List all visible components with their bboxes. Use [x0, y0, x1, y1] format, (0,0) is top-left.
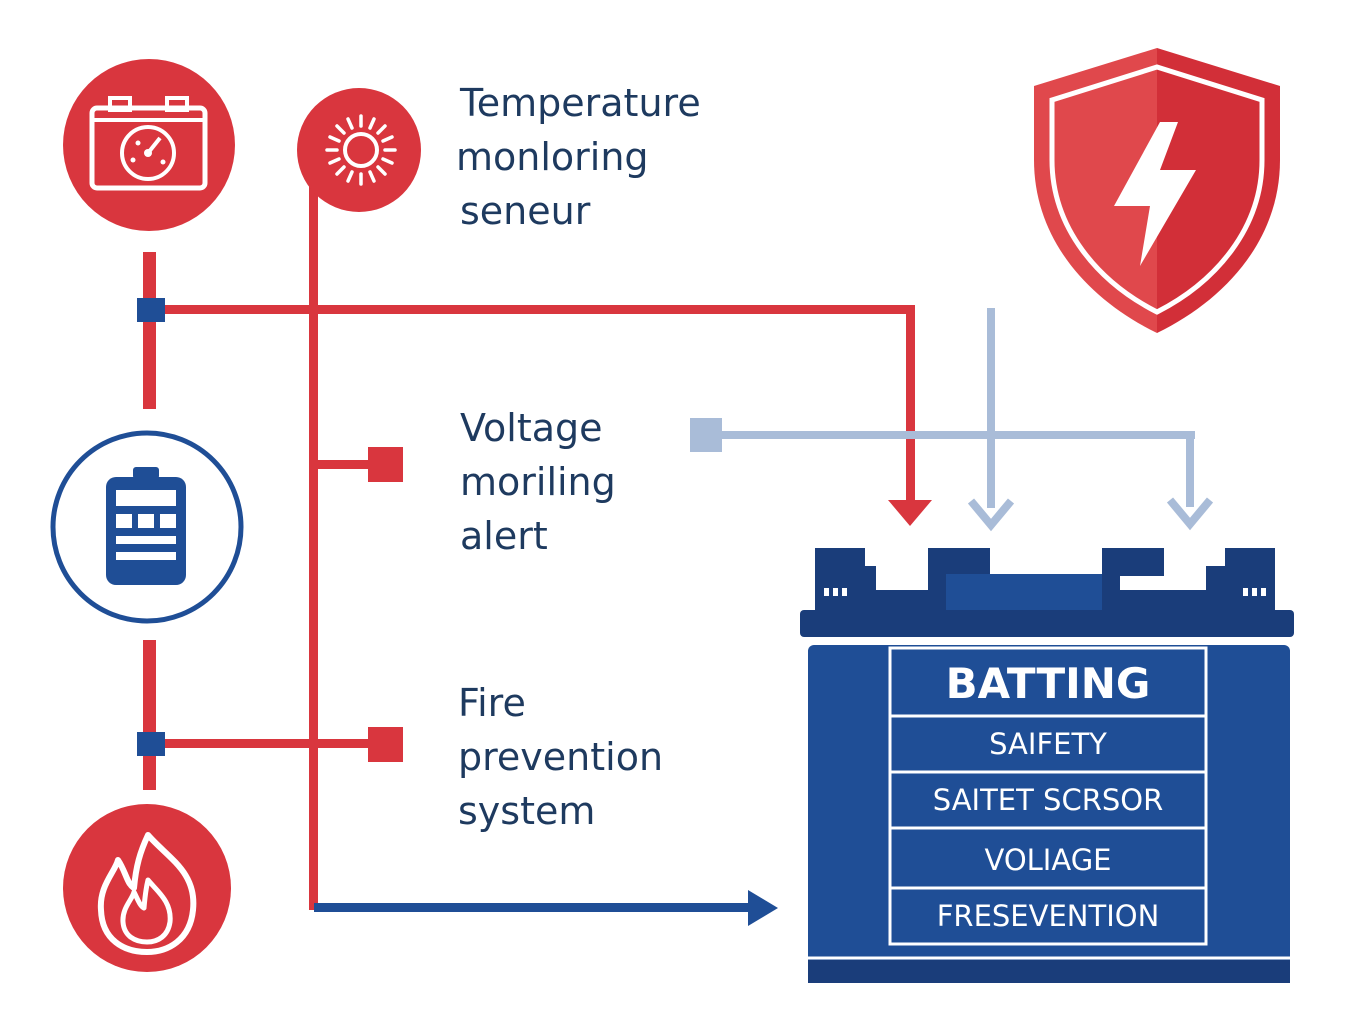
battery-panel-row-4: FRESEVENTION	[936, 899, 1160, 933]
bottom-junction-node	[137, 732, 165, 756]
battery-panel-title: BATTING	[945, 659, 1151, 708]
battery-panel-row-1: SAIFETY	[989, 727, 1107, 761]
battery-panel-row-2: SAITET SCRSOR	[932, 783, 1164, 817]
battery-illustration	[800, 548, 1294, 983]
shield-lightning-icon	[1034, 48, 1280, 333]
fire-label: Fire prevention system	[458, 676, 663, 838]
battery-cells-icon	[50, 430, 244, 624]
fire-label-line-3: system	[458, 789, 596, 833]
voltage-label-line-2: moriling	[460, 460, 616, 504]
temperature-label-line-3: seneur	[460, 189, 591, 233]
temperature-label-line-1: Temperature	[460, 81, 701, 125]
fire-branch	[150, 727, 403, 762]
temperature-label: Temperature monloring seneur	[456, 76, 701, 238]
temperature-connector	[150, 305, 932, 526]
temperature-label-line-2: monloring	[456, 135, 649, 179]
battery-panel-row-3: VOLIAGE	[984, 843, 1112, 877]
battery-gauge-icon	[63, 59, 235, 231]
voltage-branch	[314, 447, 403, 482]
fire-label-line-1: Fire	[458, 681, 526, 725]
fire-label-line-2: prevention	[458, 735, 664, 779]
battery-feed-connector	[314, 890, 778, 926]
flame-icon	[63, 804, 231, 972]
voltage-label: Voltage moriling alert	[460, 401, 616, 563]
sun-sensor-icon	[297, 88, 421, 212]
voltage-feed-connector	[690, 308, 1214, 532]
voltage-label-line-1: Voltage	[460, 406, 603, 450]
voltage-label-line-3: alert	[460, 514, 548, 558]
central-trunk-line	[309, 170, 318, 910]
top-junction-node	[137, 298, 165, 322]
